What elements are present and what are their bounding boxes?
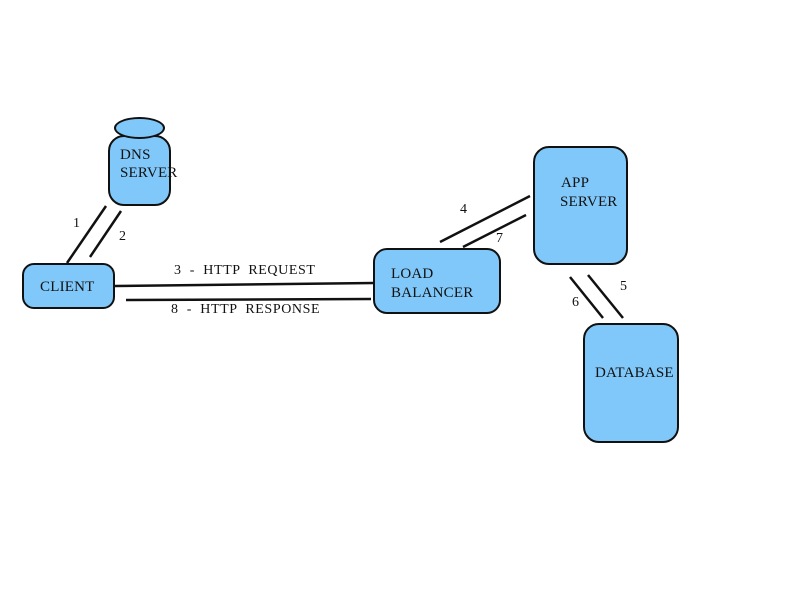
edge-label-6: 6 <box>572 295 580 310</box>
connector-http-response <box>125 297 372 302</box>
connector-http-request <box>114 281 375 288</box>
connector-lb-to-app <box>439 194 531 244</box>
app-server-node <box>533 146 628 265</box>
client-node <box>22 263 115 309</box>
edge-label-4: 4 <box>460 202 468 217</box>
load-balancer-label-line1: LOAD <box>391 266 434 282</box>
connector-app-to-lb <box>462 213 527 249</box>
dns-server-label-line2: SERVER <box>120 165 178 181</box>
connector-dns-to-client <box>88 210 123 258</box>
dns-server-cap <box>114 117 165 139</box>
connector-app-to-db <box>587 274 624 319</box>
connector-db-to-app <box>569 276 604 319</box>
load-balancer-label-line2: BALANCER <box>391 285 474 301</box>
database-label: DATABASE <box>595 365 674 381</box>
edge-label-7: 7 <box>496 231 504 246</box>
client-label: CLIENT <box>40 279 95 295</box>
dns-server-label-line1: DNS <box>120 147 151 163</box>
edge-label-5: 5 <box>620 279 628 294</box>
connector-client-to-dns <box>65 205 108 264</box>
load-balancer-node <box>373 248 501 314</box>
edge-label-2: 2 <box>119 229 127 244</box>
edge-label-1: 1 <box>73 216 81 231</box>
app-server-label-line2: SERVER <box>560 194 618 210</box>
edge-label-http-request: 3 - HTTP REQUEST <box>174 263 316 278</box>
database-node <box>583 323 679 443</box>
app-server-label-line1: APP <box>561 175 590 191</box>
edge-label-http-response: 8 - HTTP RESPONSE <box>171 302 321 317</box>
